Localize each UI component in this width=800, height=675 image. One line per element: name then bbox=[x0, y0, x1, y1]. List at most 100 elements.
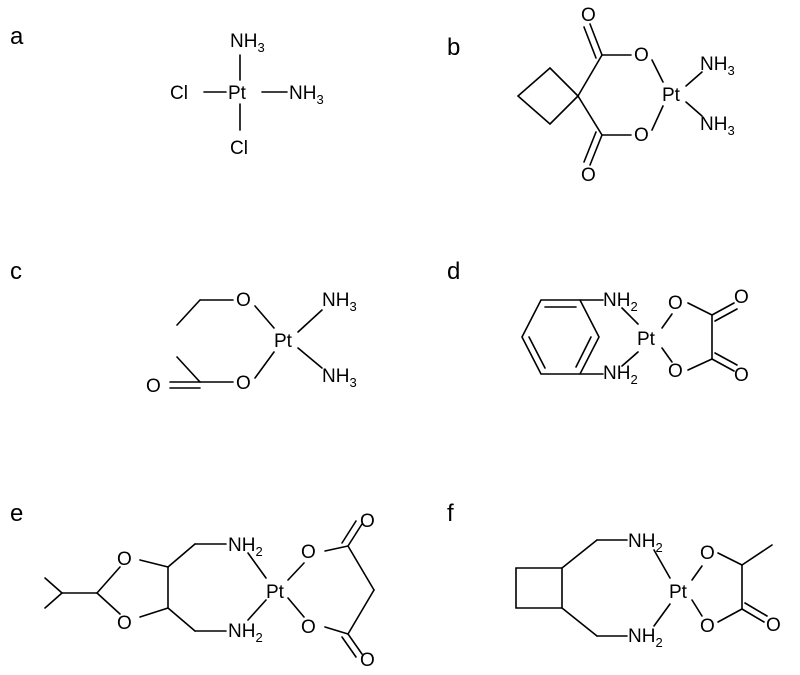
bond bbox=[583, 131, 597, 163]
panel-b: b O O Pt O O NH3 NH3 bbox=[447, 5, 735, 186]
bond bbox=[44, 592, 63, 609]
atom-label: NH2 bbox=[228, 535, 263, 559]
bond bbox=[287, 597, 305, 618]
bond bbox=[561, 539, 598, 569]
bond bbox=[717, 608, 743, 623]
atom-label: NH2 bbox=[628, 531, 663, 555]
bond bbox=[287, 562, 305, 581]
bond bbox=[691, 599, 703, 617]
atom-label: NH2 bbox=[603, 290, 638, 314]
bond bbox=[347, 633, 363, 655]
atom-label: NH3 bbox=[289, 83, 324, 107]
atom-label: NH3 bbox=[700, 114, 735, 138]
bond bbox=[324, 626, 349, 635]
bond bbox=[621, 351, 639, 367]
atom-label: O bbox=[734, 365, 749, 386]
bond bbox=[341, 636, 357, 658]
atom-label: NH2 bbox=[603, 363, 638, 387]
bond bbox=[297, 347, 323, 369]
bond bbox=[583, 26, 597, 59]
bond bbox=[711, 358, 735, 372]
bond bbox=[521, 299, 600, 375]
bond bbox=[687, 358, 713, 371]
bond bbox=[651, 59, 664, 83]
bond bbox=[691, 565, 703, 581]
panel-label-c: c bbox=[10, 258, 22, 285]
atom-label: O bbox=[146, 376, 161, 397]
bond bbox=[347, 523, 363, 547]
bond bbox=[714, 352, 738, 366]
atom-label: O bbox=[668, 293, 683, 314]
bond bbox=[44, 577, 63, 594]
panel-label-a: a bbox=[10, 23, 24, 50]
panel-label-e: e bbox=[10, 500, 23, 527]
bond bbox=[661, 313, 673, 329]
bond bbox=[167, 607, 196, 632]
panel-label-f: f bbox=[447, 500, 454, 527]
panel-label-b: b bbox=[447, 34, 460, 61]
atom-label: NH3 bbox=[230, 31, 265, 55]
atom-label: NH2 bbox=[628, 626, 663, 650]
bond bbox=[341, 520, 357, 544]
bond bbox=[653, 603, 671, 627]
atom-label: O bbox=[634, 125, 649, 146]
bond bbox=[516, 66, 579, 126]
atom-label: O bbox=[634, 45, 649, 66]
bond bbox=[139, 607, 169, 618]
bond bbox=[685, 101, 703, 117]
atom-label: NH3 bbox=[322, 366, 357, 390]
panel-label-d: d bbox=[447, 258, 460, 285]
bond bbox=[254, 351, 275, 379]
atom-label: O bbox=[581, 5, 596, 26]
atom-label: Pt bbox=[266, 582, 285, 603]
bond bbox=[515, 567, 563, 609]
bond bbox=[714, 308, 738, 322]
bond bbox=[661, 347, 673, 363]
panel-e: e O O NH2 NH2 Pt O bbox=[10, 500, 375, 671]
atom-label: Cl bbox=[230, 138, 248, 159]
atom-label: O bbox=[301, 617, 316, 638]
atom-label: O bbox=[766, 615, 781, 636]
bond bbox=[347, 545, 375, 591]
panel-d: d NH2 NH2 Pt O O O O bbox=[447, 258, 749, 387]
atom-label: O bbox=[668, 361, 683, 382]
atom-label: O bbox=[700, 616, 715, 637]
bond bbox=[561, 607, 598, 637]
panel-c: c O Pt O O NH3 NH3 bbox=[10, 258, 357, 397]
bond bbox=[651, 105, 664, 131]
bond bbox=[577, 95, 603, 136]
bond bbox=[741, 544, 773, 566]
atom-label: O bbox=[360, 511, 375, 532]
atom-label: O bbox=[360, 650, 375, 670]
atom-label: NH2 bbox=[228, 621, 263, 645]
bond bbox=[176, 356, 201, 383]
bond bbox=[653, 549, 671, 579]
bond bbox=[687, 302, 713, 316]
panel-a: a NH3 Cl Pt NH3 Cl bbox=[10, 23, 324, 159]
bond bbox=[621, 307, 639, 325]
atom-label: O bbox=[581, 165, 596, 186]
atom-label: Cl bbox=[170, 83, 188, 104]
bond bbox=[744, 602, 768, 617]
bond bbox=[176, 299, 201, 326]
bond bbox=[347, 589, 375, 635]
atom-label: O bbox=[734, 287, 749, 308]
atom-label: Pt bbox=[669, 582, 688, 603]
bond bbox=[247, 552, 267, 579]
bond bbox=[575, 336, 592, 368]
atom-label: Pt bbox=[274, 331, 293, 352]
bond bbox=[741, 608, 765, 623]
atom-label: O bbox=[700, 543, 715, 564]
bond bbox=[96, 566, 121, 594]
atom-label: Pt bbox=[662, 85, 681, 106]
atom-label: O bbox=[301, 542, 316, 563]
bond bbox=[589, 134, 603, 166]
atom-label: O bbox=[236, 373, 251, 394]
bond bbox=[167, 543, 196, 568]
bond bbox=[254, 305, 275, 329]
atom-label: Pt bbox=[228, 83, 247, 104]
bond bbox=[711, 302, 735, 316]
atom-label: O bbox=[117, 613, 132, 634]
